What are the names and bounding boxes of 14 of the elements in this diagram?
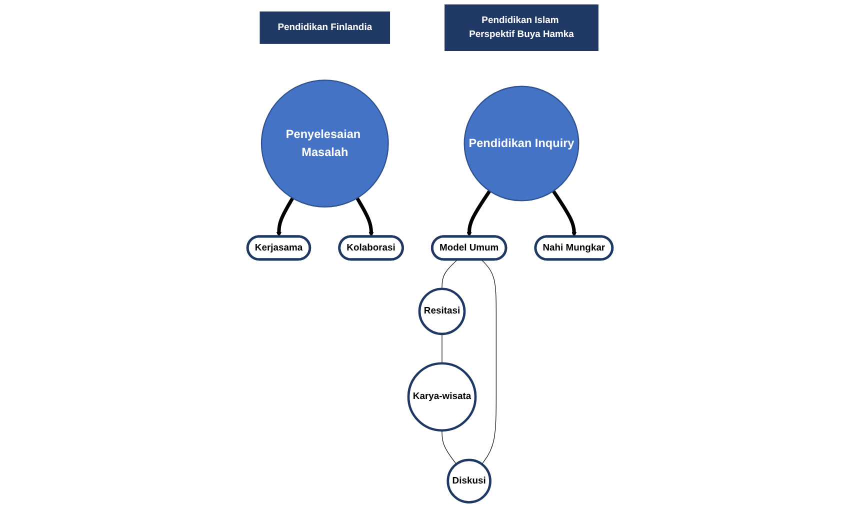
- connector: [442, 259, 458, 290]
- connector: [442, 430, 457, 464]
- node-circle: Resitasi: [418, 288, 466, 336]
- arrow: [466, 190, 492, 237]
- arrow: [276, 197, 294, 237]
- arrow: [552, 190, 577, 237]
- node-circle: Penyelesaian Masalah: [260, 80, 389, 208]
- node-circle: Pendidikan Inquiry: [464, 86, 580, 202]
- arrow: [356, 197, 374, 237]
- node-circle: Diskusi: [446, 458, 492, 504]
- node-circle: Karya-wisata: [407, 362, 477, 432]
- connector: [480, 259, 496, 464]
- node-box: Pendidikan Finlandia: [260, 12, 390, 44]
- node-box: Pendidikan Islam Perspektif Buya Hamka: [444, 4, 598, 51]
